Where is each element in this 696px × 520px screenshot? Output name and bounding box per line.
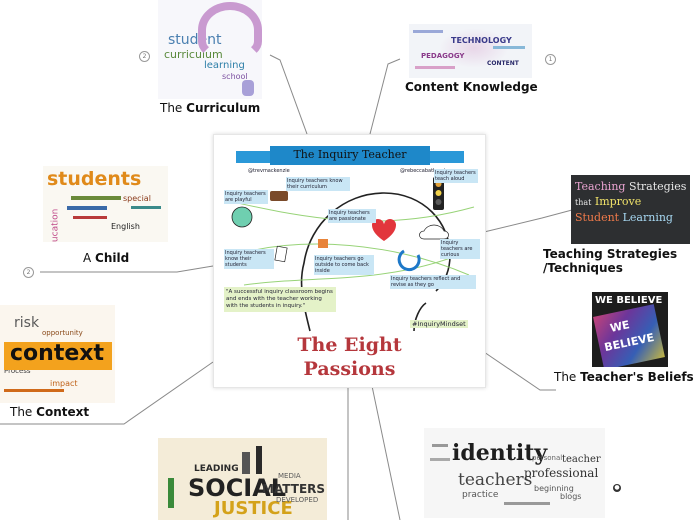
title-line: Passions: [303, 358, 396, 380]
chalk-word: Teaching: [575, 180, 626, 193]
title-line: The Eight: [297, 334, 402, 356]
wordcloud-word: blogs: [560, 492, 582, 501]
banner-ribbon-right: [430, 151, 464, 163]
wordcloud-word: students: [47, 168, 142, 190]
wordcloud-word: special: [123, 194, 151, 203]
wordcloud-word: MEDIA: [278, 472, 301, 480]
wordcloud-word: education: [50, 208, 61, 242]
balloon-icon: [231, 206, 253, 228]
banner-text: The Inquiry Teacher: [293, 148, 407, 161]
wordcloud-word: beginning: [534, 484, 574, 493]
caption-bold: Content Knowledge: [405, 80, 538, 94]
central-title: The Eight Passions: [214, 333, 485, 381]
caption-bold: Curriculum: [186, 101, 261, 115]
wordcloud-word: learning: [204, 60, 245, 71]
caption-prefix: The: [160, 101, 187, 115]
chalk-word: Learning: [622, 211, 673, 224]
quote-box: "A successful inquiry classroom begins a…: [224, 287, 336, 312]
note-curriculum: Inquiry teachers know their curriculum: [286, 177, 350, 191]
wordcloud-word: PEDAGOGY: [421, 52, 465, 60]
wordcloud-word: Process: [4, 367, 31, 375]
caption-prefix: The: [554, 370, 581, 384]
note-reflect: Inquiry teachers reflect and revise as t…: [390, 275, 476, 289]
globe-icon[interactable]: ●: [613, 484, 621, 492]
context-label[interactable]: The Context: [10, 405, 89, 419]
wordcloud-word: practice: [462, 490, 499, 500]
handle-left: @trevmackenzie: [248, 168, 290, 174]
caption-line: /Techniques: [543, 261, 623, 275]
caption-bold: Teacher's Beliefs: [580, 370, 694, 384]
wordcloud-word: opportunity: [42, 329, 83, 337]
note-know-students: Inquiry teachers know their students: [224, 249, 274, 269]
wordcloud-word: identity: [452, 440, 548, 466]
wordcloud-word: TECHNOLOGY: [451, 36, 512, 45]
students-wordcloud-image[interactable]: students English special education: [43, 166, 168, 242]
collapse-badge[interactable]: 1: [545, 54, 556, 65]
central-topic-card[interactable]: The Inquiry Teacher @trevmackenzie @rebe…: [213, 134, 486, 388]
we-believe-image[interactable]: WE BELIEVE WE BELIEVE: [592, 292, 668, 367]
wordcloud-word: school: [222, 72, 248, 81]
identity-wordcloud-image[interactable]: identity teachers professional teacher p…: [424, 428, 605, 518]
chalk-word: Student: [575, 211, 620, 224]
note-outside: Inquiry teachers go outside to come back…: [314, 255, 374, 275]
wordcloud-word: professional: [524, 466, 599, 480]
title-banner: The Inquiry Teacher: [270, 146, 430, 165]
wordcloud-word: CONTENT: [487, 60, 519, 67]
note-teach-aloud: Inquiry teachers teach aloud: [434, 169, 478, 183]
caption-prefix: A: [83, 251, 96, 265]
caption-line: Teaching Strategies: [543, 247, 678, 261]
caption-bold: Child: [95, 251, 130, 265]
wordcloud-word: LEADING: [194, 464, 239, 474]
curriculum-wordcloud-image[interactable]: student curriculum learning school: [158, 0, 262, 99]
teachers-beliefs-label[interactable]: The Teacher's Beliefs: [554, 370, 694, 384]
note-passionate: Inquiry teachers are passionate: [328, 209, 376, 223]
wordcloud-word: DEVELOPED: [276, 496, 319, 504]
wordcloud-word: teacher: [562, 454, 601, 465]
chalk-word: Strategies: [628, 180, 687, 193]
wordcloud-word: SOCIAL: [188, 474, 287, 502]
wordcloud-word: personal: [532, 454, 563, 462]
child-label[interactable]: A Child: [83, 251, 129, 265]
wordcloud-word: impact: [50, 379, 78, 388]
handle-right: @rebeccabathurst: [400, 168, 446, 174]
head-illustration: [227, 177, 475, 332]
chalk-word: Improve: [594, 195, 642, 208]
social-justice-wordcloud-image[interactable]: LEADING SOCIAL MATTERS JUSTICE MEDIA DEV…: [158, 438, 327, 520]
wordcloud-word: risk: [14, 315, 40, 331]
wordcloud-word: context: [10, 341, 104, 366]
teaching-strategies-label[interactable]: Teaching Strategies /Techniques: [543, 247, 677, 275]
wordcloud-word: JUSTICE: [214, 498, 293, 519]
collapse-badge[interactable]: 2: [139, 51, 150, 62]
content-knowledge-wordcloud-image[interactable]: TECHNOLOGY PEDAGOGY CONTENT: [409, 24, 532, 78]
caption-bold: Context: [36, 405, 90, 419]
content-knowledge-label[interactable]: Content Knowledge: [405, 80, 538, 94]
note-playful: Inquiry teachers are playful: [224, 190, 268, 204]
chalk-word: that: [575, 198, 592, 207]
wordcloud-word: MATTERS: [262, 482, 326, 496]
caption-prefix: The: [10, 405, 37, 419]
curriculum-label[interactable]: The Curriculum: [160, 101, 260, 115]
note-curious: Inquiry teachers are curious: [440, 239, 480, 259]
context-wordcloud-image[interactable]: risk opportunity Process impact context: [0, 305, 115, 403]
teaching-strategies-image[interactable]: Teaching Strategies that Improve Student…: [571, 175, 690, 244]
banner-ribbon-left: [236, 151, 270, 163]
wordcloud-word: teachers: [458, 470, 533, 490]
hashtag: #InquiryMindset: [410, 320, 468, 328]
wordcloud-word: WE BELIEVE: [595, 295, 663, 306]
collapse-badge[interactable]: 2: [23, 267, 34, 278]
wordcloud-word: English: [111, 222, 140, 231]
